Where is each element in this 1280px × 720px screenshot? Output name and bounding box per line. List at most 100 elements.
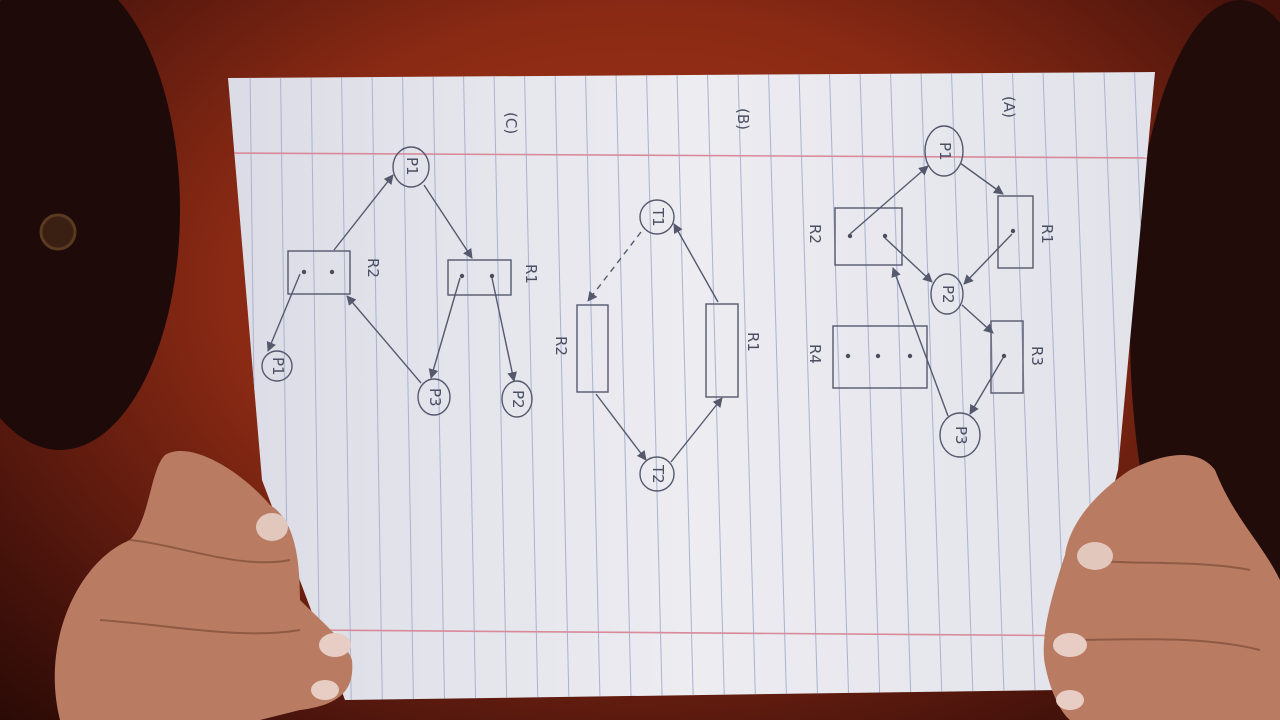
node-a-r3-label: R3	[1028, 346, 1046, 366]
diagram-a: (A) P1 R2 R1 P2 R4 R3 P3	[806, 96, 1056, 458]
edge-c-r2-pl	[266, 273, 301, 352]
rule-line	[737, 72, 757, 700]
node-a-r1-dot	[1010, 228, 1016, 234]
dark-shape-left	[0, 0, 180, 450]
node-c-r1-label: R1	[522, 264, 540, 284]
rule-line	[371, 72, 383, 700]
rule-line	[310, 72, 321, 700]
edge-c-r2-p1	[333, 174, 394, 251]
node-a-r4	[832, 325, 928, 389]
node-a-r2-dot1	[847, 233, 853, 239]
edge-c-p3-r2	[346, 295, 422, 384]
edge-a-r2-p1	[849, 165, 929, 235]
node-c-p3-label: P3	[426, 388, 444, 407]
edge-a-p2-r3	[961, 304, 994, 334]
node-c-p2-label: P2	[509, 390, 527, 409]
rule-line	[615, 72, 632, 700]
edge-b-t1-r2-dashed	[587, 231, 642, 302]
left-thumbnail	[256, 513, 288, 541]
node-a-p1-label: P1	[936, 142, 954, 161]
node-a-r4-dot1	[845, 353, 851, 359]
node-a-r4-label: R4	[806, 344, 824, 364]
node-c-r1	[447, 259, 512, 296]
node-c-r2-dot1	[301, 269, 307, 275]
rule-line	[646, 72, 663, 700]
diagram-c-label: (C)	[502, 112, 520, 134]
rule-line	[554, 72, 570, 700]
edge-c-p1-r1	[423, 184, 473, 259]
node-c-pl	[261, 350, 293, 382]
node-c-r2-label: R2	[364, 258, 382, 278]
rule-line	[402, 72, 414, 700]
diagram-b-label: (B)	[734, 108, 752, 130]
rule-line	[768, 72, 788, 700]
left-fingernail-2	[311, 680, 339, 700]
button-on-shirt	[39, 213, 77, 251]
edge-a-r2-p2	[884, 237, 933, 283]
node-c-p3	[417, 378, 451, 416]
lined-paper	[228, 72, 1155, 700]
node-a-p3-label: P3	[952, 426, 970, 445]
node-c-p1-label: P1	[403, 157, 421, 176]
margin-line-bottom	[299, 629, 1121, 637]
right-fingernail-1	[1053, 633, 1087, 657]
node-b-t1-label: T1	[649, 207, 667, 227]
edge-a-r1-p2	[963, 233, 1013, 285]
left-fingernail-1	[319, 633, 351, 657]
node-c-r2-dot2	[329, 269, 335, 275]
node-b-t2-label: T2	[649, 464, 667, 484]
node-a-r3	[990, 320, 1024, 394]
diagram-c: (C) P1 R2 R1 P1 P3 P2	[261, 112, 540, 418]
node-c-r2	[287, 250, 351, 295]
node-a-r4-dot2	[875, 353, 881, 359]
diagram-a-label: (A)	[1000, 96, 1018, 118]
rule-line	[798, 72, 819, 700]
rule-line	[981, 72, 1005, 700]
node-b-t2	[639, 456, 675, 492]
node-b-t1	[639, 199, 675, 235]
left-hand	[54, 451, 353, 720]
edge-b-r1-t1	[673, 223, 719, 303]
node-b-r2-label: R2	[552, 336, 570, 356]
rule-line	[951, 72, 974, 700]
node-b-r2	[576, 304, 609, 393]
right-fingernail-2	[1056, 690, 1084, 710]
node-a-r2-label: R2	[806, 224, 824, 244]
node-a-p1	[924, 125, 964, 177]
right-hand	[1043, 455, 1280, 720]
rule-line	[676, 72, 694, 700]
node-a-r3-dot	[1001, 353, 1007, 359]
diagram-b: (B) T1 R2 R1 T2	[552, 108, 762, 492]
edge-b-t2-r1	[670, 397, 723, 463]
edge-a-r3-p3	[969, 357, 1004, 415]
node-b-r1-label: R1	[744, 332, 762, 352]
node-c-r1-dot2	[489, 273, 495, 279]
edge-c-r1-p3	[428, 277, 461, 379]
rule-line	[463, 72, 477, 700]
margin-line-top	[228, 152, 1155, 159]
edge-a-p3-r2	[891, 267, 949, 417]
node-c-r1-dot1	[459, 273, 465, 279]
rule-line	[524, 72, 539, 700]
node-a-r2-dot2	[882, 233, 888, 239]
node-a-p2-label: P2	[939, 285, 957, 304]
rule-line	[493, 72, 508, 700]
right-thumbnail	[1077, 542, 1113, 570]
edge-c-r1-p2	[491, 277, 517, 382]
node-c-pl-label: P1	[269, 357, 287, 376]
edge-a-p1-r1	[959, 162, 1004, 195]
edge-b-r2-t2	[595, 393, 647, 461]
rule-line	[707, 72, 725, 700]
node-a-p3	[939, 412, 981, 458]
node-a-r1-label: R1	[1038, 224, 1056, 244]
node-a-r4-dot3	[907, 353, 913, 359]
rule-line	[585, 72, 601, 700]
node-a-r2	[834, 207, 903, 266]
node-a-p2	[930, 273, 964, 315]
node-a-r1	[997, 195, 1034, 269]
node-c-p2	[501, 380, 533, 418]
rule-line	[920, 72, 943, 700]
node-b-r1	[705, 303, 739, 398]
rule-line	[341, 72, 352, 700]
